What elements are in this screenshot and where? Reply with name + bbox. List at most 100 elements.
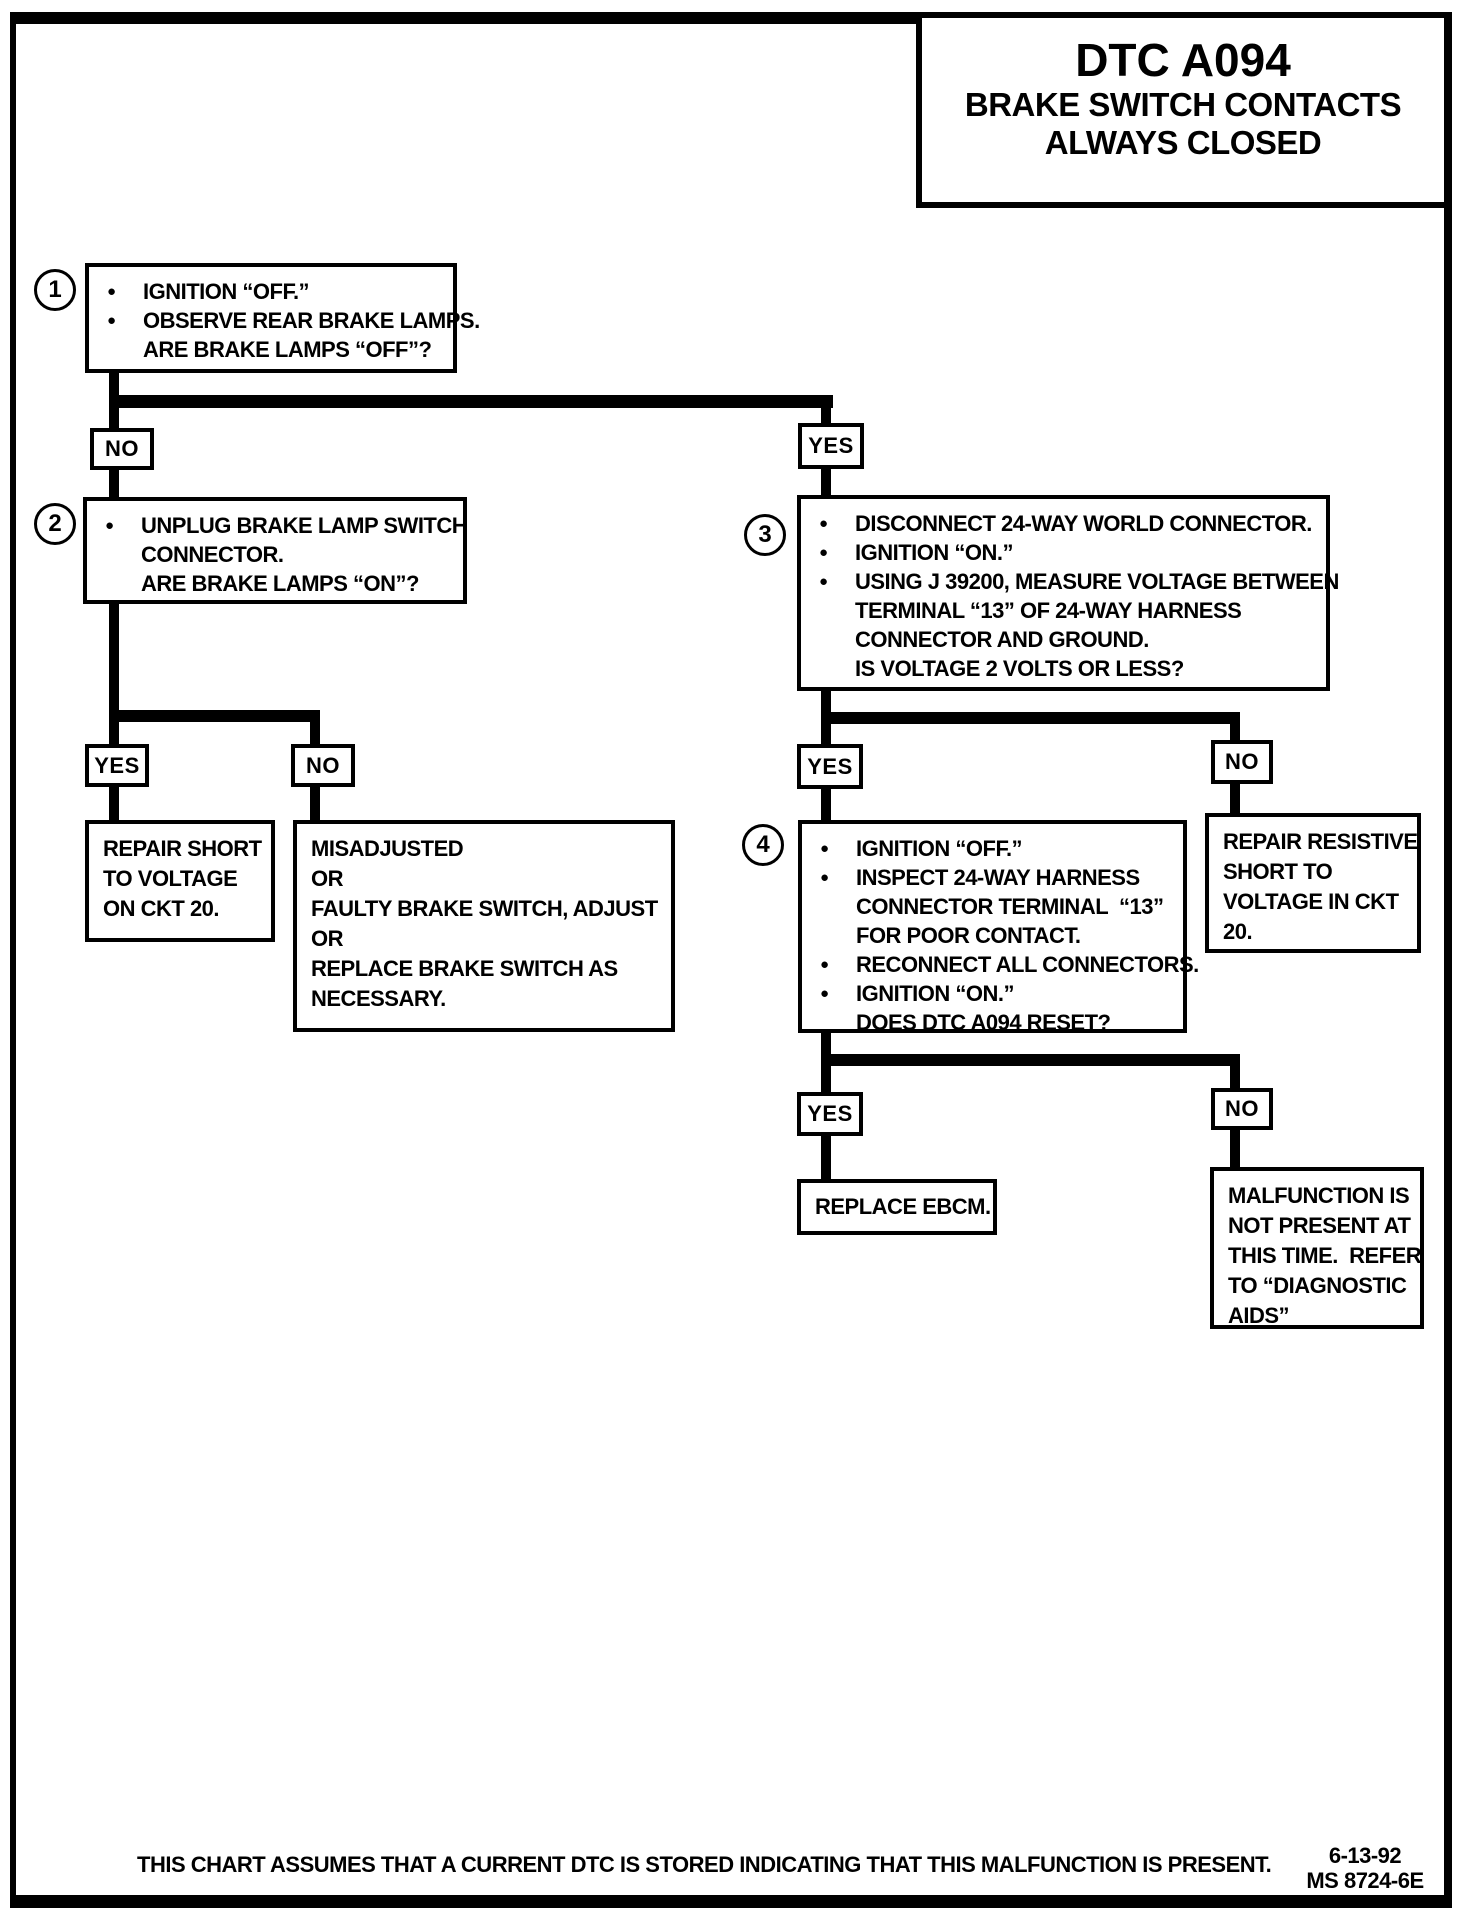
result-text-line: OR: [311, 926, 344, 951]
step-text: INSPECT 24-WAY HARNESS: [856, 865, 1140, 890]
dtc-subtitle-line1: BRAKE SWITCH CONTACTS: [964, 86, 1402, 123]
connector-line: [821, 689, 831, 714]
connector-line: [109, 395, 833, 408]
connector-line: [109, 406, 119, 428]
title-box: DTC A094 BRAKE SWITCH CONTACTS ALWAYS CL…: [916, 12, 1450, 208]
result-text-line: REPLACE EBCM.: [815, 1194, 991, 1219]
step-text: ARE BRAKE LAMPS “ON”?: [141, 571, 419, 596]
step-text-line: ●IGNITION “OFF.”: [101, 277, 445, 306]
step-text: OBSERVE REAR BRAKE LAMPS.: [143, 308, 480, 333]
connector-line: [109, 710, 320, 722]
step-text-line: ●IGNITION “OFF.”: [814, 834, 1175, 863]
dtc-code: DTC A094: [1075, 34, 1291, 86]
step-text-line: ● RECONNECT ALL CONNECTORS.: [814, 950, 1199, 979]
result-text-line: NECESSARY.: [311, 986, 446, 1011]
connector-line: [821, 467, 831, 497]
step-4-number: 4: [742, 824, 784, 866]
step-text: IGNITION “ON.”: [856, 981, 1015, 1006]
bullet-spacer: [99, 569, 141, 598]
connector-line: [310, 720, 320, 746]
bullet-icon: ●: [819, 544, 828, 561]
step-text-line: ● INSPECT 24-WAY HARNESS: [814, 863, 1175, 892]
result-text-line: THIS TIME. REFER: [1228, 1243, 1422, 1268]
result-text-line: NOT PRESENT AT: [1228, 1213, 1411, 1238]
footer-doc-block: 6-13-92 MS 8724-6E: [1295, 1843, 1435, 1893]
step-1-box: ●IGNITION “OFF.” ● OBSERVE REAR BRAKE LAMP…: [85, 263, 480, 373]
bullet-icon: ●: [107, 312, 116, 329]
step-text: CONNECTOR.: [141, 542, 284, 567]
connector-line: [1230, 1128, 1240, 1169]
connector-line: [821, 1134, 831, 1181]
step-text: FOR POOR CONTACT.: [856, 923, 1081, 948]
bullet-icon: ●: [820, 840, 829, 857]
step-text: USING J 39200, MEASURE VOLTAGE BETWEEN: [855, 569, 1339, 594]
step-text-line: TERMINAL “13” OF 24-WAY HARNESS: [813, 596, 1318, 625]
step-text: TERMINAL “13” OF 24-WAY HARNESS: [855, 598, 1242, 623]
branch-no-step2: NO: [291, 744, 355, 787]
bullet-spacer: [813, 596, 855, 625]
step-text-line: ARE BRAKE LAMPS “OFF”?: [101, 335, 445, 364]
step-text: ARE BRAKE LAMPS “OFF”?: [143, 337, 432, 362]
result-text-line: SHORT TO: [1223, 859, 1333, 884]
result-text-line: TO “DIAGNOSTIC: [1228, 1273, 1407, 1298]
step-text-line: ● OBSERVE REAR BRAKE LAMPS.: [101, 306, 480, 335]
connector-line: [109, 785, 119, 822]
result-text-line: VOLTAGE IN CKT: [1223, 889, 1399, 914]
bullet-icon: ●: [820, 985, 829, 1002]
result-malfunction-not-present-box: MALFUNCTION IS NOT PRESENT AT THIS TIME. R…: [1210, 1167, 1424, 1329]
branch-yes-step2: YES: [85, 744, 149, 787]
step-text: RECONNECT ALL CONNECTORS.: [856, 952, 1199, 977]
bullet-spacer: [814, 892, 856, 921]
bullet-spacer: [814, 921, 856, 950]
connector-line: [310, 785, 320, 822]
step-text-line: CONNECTOR.: [99, 540, 455, 569]
bullet-spacer: [99, 540, 141, 569]
step-text-line: CONNECTOR TERMINAL “13”: [814, 892, 1175, 921]
bullet-spacer: [813, 625, 855, 654]
connector-line: [821, 722, 831, 746]
step-3-number: 3: [744, 514, 786, 556]
step-text-line: CONNECTOR AND GROUND.: [813, 625, 1318, 654]
bullet-spacer: [813, 654, 855, 683]
connector-line: [821, 1054, 1240, 1066]
connector-line: [821, 1064, 831, 1094]
branch-no-step4: NO: [1211, 1088, 1273, 1130]
step-text-line: ●DISCONNECT 24-WAY WORLD CONNECTOR.: [813, 509, 1318, 538]
footer-doc-number: MS 8724-6E: [1306, 1868, 1424, 1893]
connector-line: [1230, 1064, 1240, 1090]
branch-yes-step4: YES: [797, 1092, 863, 1136]
step-2-number: 2: [34, 503, 76, 545]
result-replace-ebcm-box: REPLACE EBCM.: [797, 1179, 997, 1235]
connector-line: [1230, 722, 1240, 742]
bullet-icon: ●: [820, 869, 829, 886]
result-text-line: MISADJUSTED: [311, 836, 464, 861]
step-text-line: ● IGNITION “ON.”: [814, 979, 1175, 1008]
step-text-line: ARE BRAKE LAMPS “ON”?: [99, 569, 455, 598]
step-3-box: ●DISCONNECT 24-WAY WORLD CONNECTOR. ● IGNI…: [797, 495, 1339, 691]
bullet-spacer: [101, 335, 143, 364]
step-text: DOES DTC A094 RESET?: [856, 1010, 1111, 1035]
step-text: UNPLUG BRAKE LAMP SWITCH: [141, 513, 468, 538]
step-text: CONNECTOR TERMINAL “13”: [856, 894, 1164, 919]
branch-yes-step3: YES: [797, 744, 863, 789]
dtc-subtitle-line2: ALWAYS CLOSED: [1044, 124, 1322, 161]
step-text-line: DOES DTC A094 RESET?: [814, 1008, 1175, 1037]
step-text-line: FOR POOR CONTACT.: [814, 921, 1175, 950]
result-text-line: FAULTY BRAKE SWITCH, ADJUST: [311, 896, 658, 921]
connector-line: [109, 720, 119, 746]
step-text: IGNITION “OFF.”: [143, 279, 310, 304]
step-text-line: ●UNPLUG BRAKE LAMP SWITCH: [99, 511, 468, 540]
result-text-line: ON CKT 20.: [103, 896, 220, 921]
footer-date: 6-13-92: [1328, 1843, 1402, 1868]
branch-no-step1: NO: [90, 428, 154, 470]
result-text-line: MALFUNCTION IS: [1228, 1183, 1410, 1208]
step-text: IGNITION “ON.”: [855, 540, 1014, 565]
result-text-line: AIDS”: [1228, 1303, 1290, 1328]
bullet-icon: ●: [820, 956, 829, 973]
connector-line: [1230, 782, 1240, 815]
step-text: CONNECTOR AND GROUND.: [855, 627, 1149, 652]
